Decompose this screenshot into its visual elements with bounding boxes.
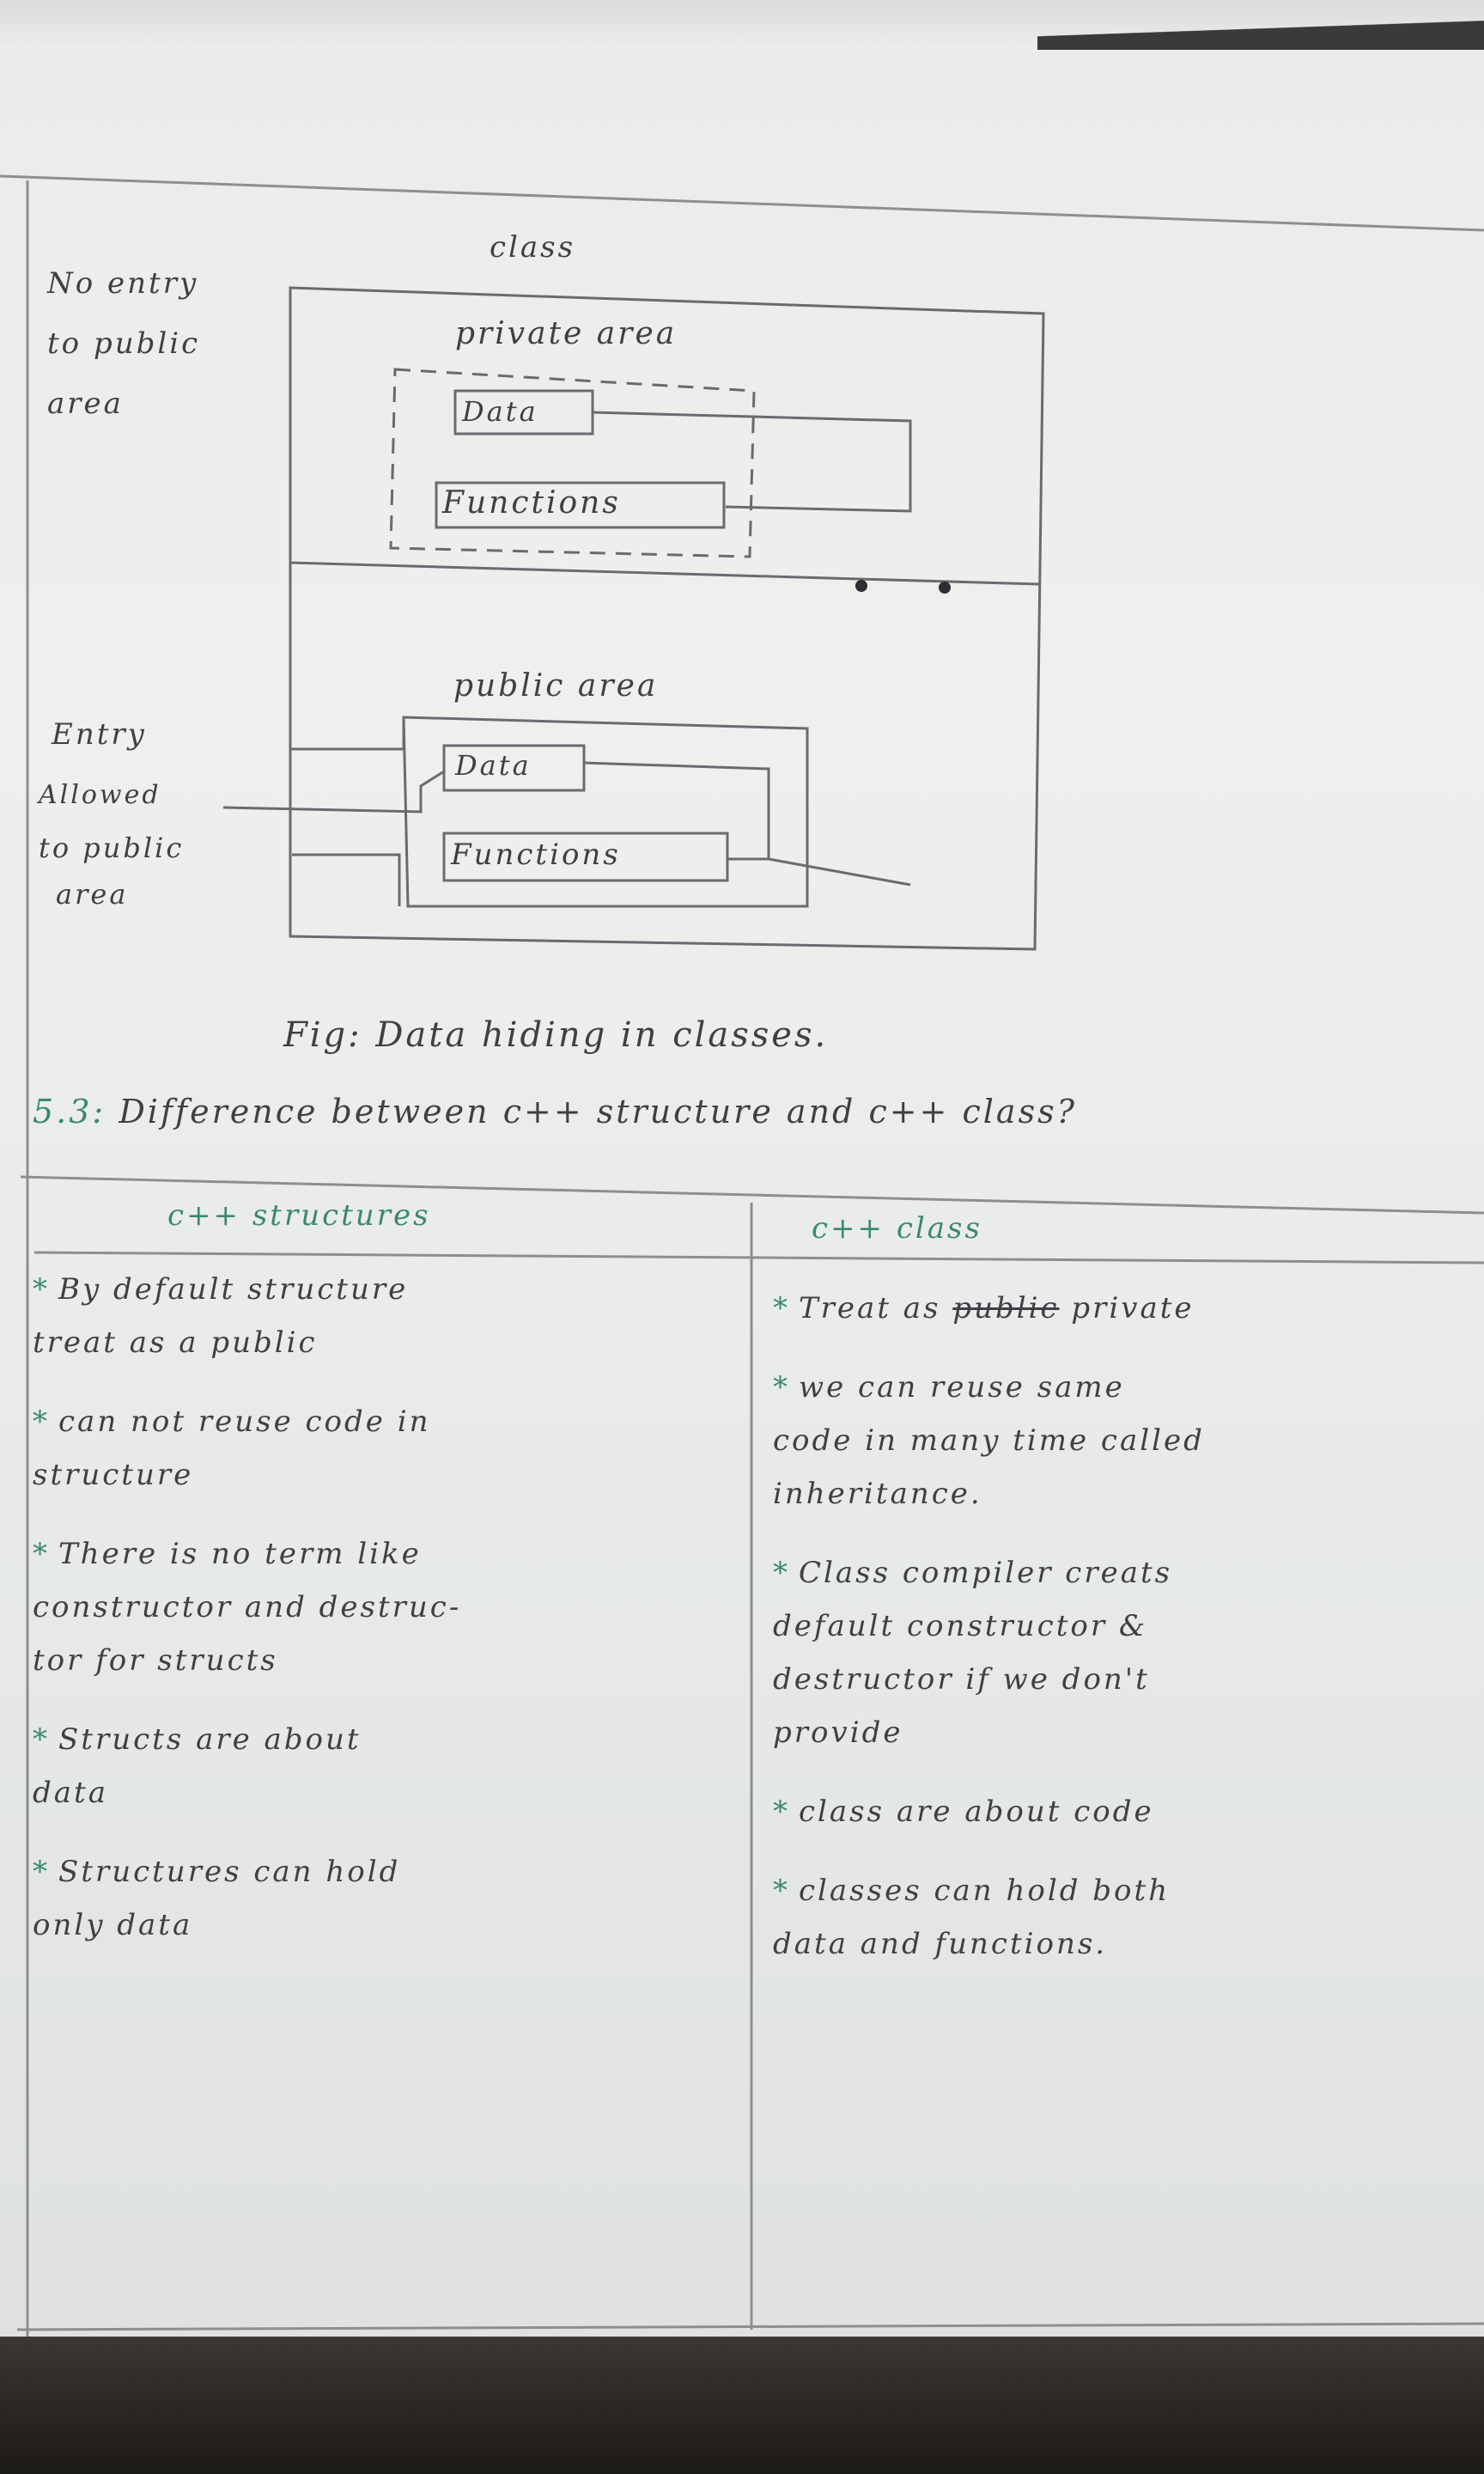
public-entry-line — [290, 717, 405, 751]
class-item-4: *class are about code — [773, 1795, 1154, 1829]
private-functions-box — [435, 481, 726, 529]
figure-caption: Fig: Data hiding in classes. — [283, 1015, 829, 1055]
notebook-page — [0, 0, 1484, 2349]
class-title: class — [490, 230, 576, 265]
private-area-box — [389, 368, 756, 558]
section-number: 5.3: — [33, 1093, 106, 1130]
table-top-rule — [20, 1175, 1484, 1215]
private-dot-1 — [855, 580, 867, 592]
class-column: *Treat as public private *we can reuse s… — [773, 1282, 1477, 1996]
no-entry-note-line1: No entry — [47, 266, 199, 301]
public-functions-box — [442, 832, 729, 882]
private-data-arrow — [592, 411, 912, 434]
entry-note-line1: Entry — [52, 717, 147, 752]
table-bottom-rule — [16, 2322, 1484, 2331]
public-data-box — [442, 744, 586, 792]
structures-item-4: *Structs are about data — [33, 1722, 362, 1810]
class-item-2: *we can reuse same code in many time cal… — [773, 1370, 1205, 1511]
class-item-1: *Treat as public private — [773, 1291, 1195, 1325]
class-area-divider — [289, 561, 1040, 586]
structures-item-3: *There is no term like constructor and d… — [33, 1537, 462, 1678]
public-loop-arrow — [583, 761, 770, 861]
page-corner-shadow — [1037, 0, 1484, 50]
section-question: Difference between c++ structure and c++… — [119, 1093, 1077, 1130]
public-lower-entry — [292, 853, 401, 906]
private-area-label: private area — [455, 316, 678, 351]
private-functions-label: Functions — [442, 485, 621, 521]
public-area-label: public area — [453, 668, 659, 704]
table-header-rule — [33, 1251, 1484, 1264]
structures-item-2: *can not reuse code in structure — [33, 1405, 431, 1492]
no-entry-note-line3: area — [47, 387, 124, 421]
class-outer-box — [289, 286, 1045, 951]
entry-arrow — [222, 770, 445, 813]
private-data-label: Data — [462, 395, 538, 428]
header-class: c++ class — [812, 1211, 982, 1246]
table-surface — [0, 2337, 1484, 2474]
entry-note-line4: area — [56, 878, 129, 911]
no-entry-note-line2: to public — [47, 326, 201, 361]
private-functions-arrow — [725, 421, 912, 513]
private-dot-2 — [939, 582, 951, 594]
entry-note-line2: Allowed — [39, 780, 161, 810]
struck-word: public — [952, 1291, 1060, 1325]
public-to-private-link — [768, 857, 911, 887]
entry-note-line3: to public — [39, 832, 185, 864]
public-area-box — [402, 716, 809, 908]
structures-item-1: *By default structure treat as a public — [33, 1272, 409, 1360]
class-item-3: *Class compiler creats default construct… — [773, 1556, 1173, 1750]
section-heading: 5.3: Difference between c++ structure an… — [33, 1093, 1077, 1130]
public-data-label: Data — [455, 749, 532, 782]
header-structures: c++ structures — [167, 1198, 431, 1233]
public-functions-label: Functions — [451, 838, 621, 872]
class-item-5: *classes can hold both data and function… — [773, 1874, 1171, 1961]
structures-column: *By default structure treat as a public … — [33, 1263, 737, 1977]
structures-item-5: *Structures can hold only data — [33, 1855, 401, 1942]
top-margin-rule — [0, 174, 1484, 232]
